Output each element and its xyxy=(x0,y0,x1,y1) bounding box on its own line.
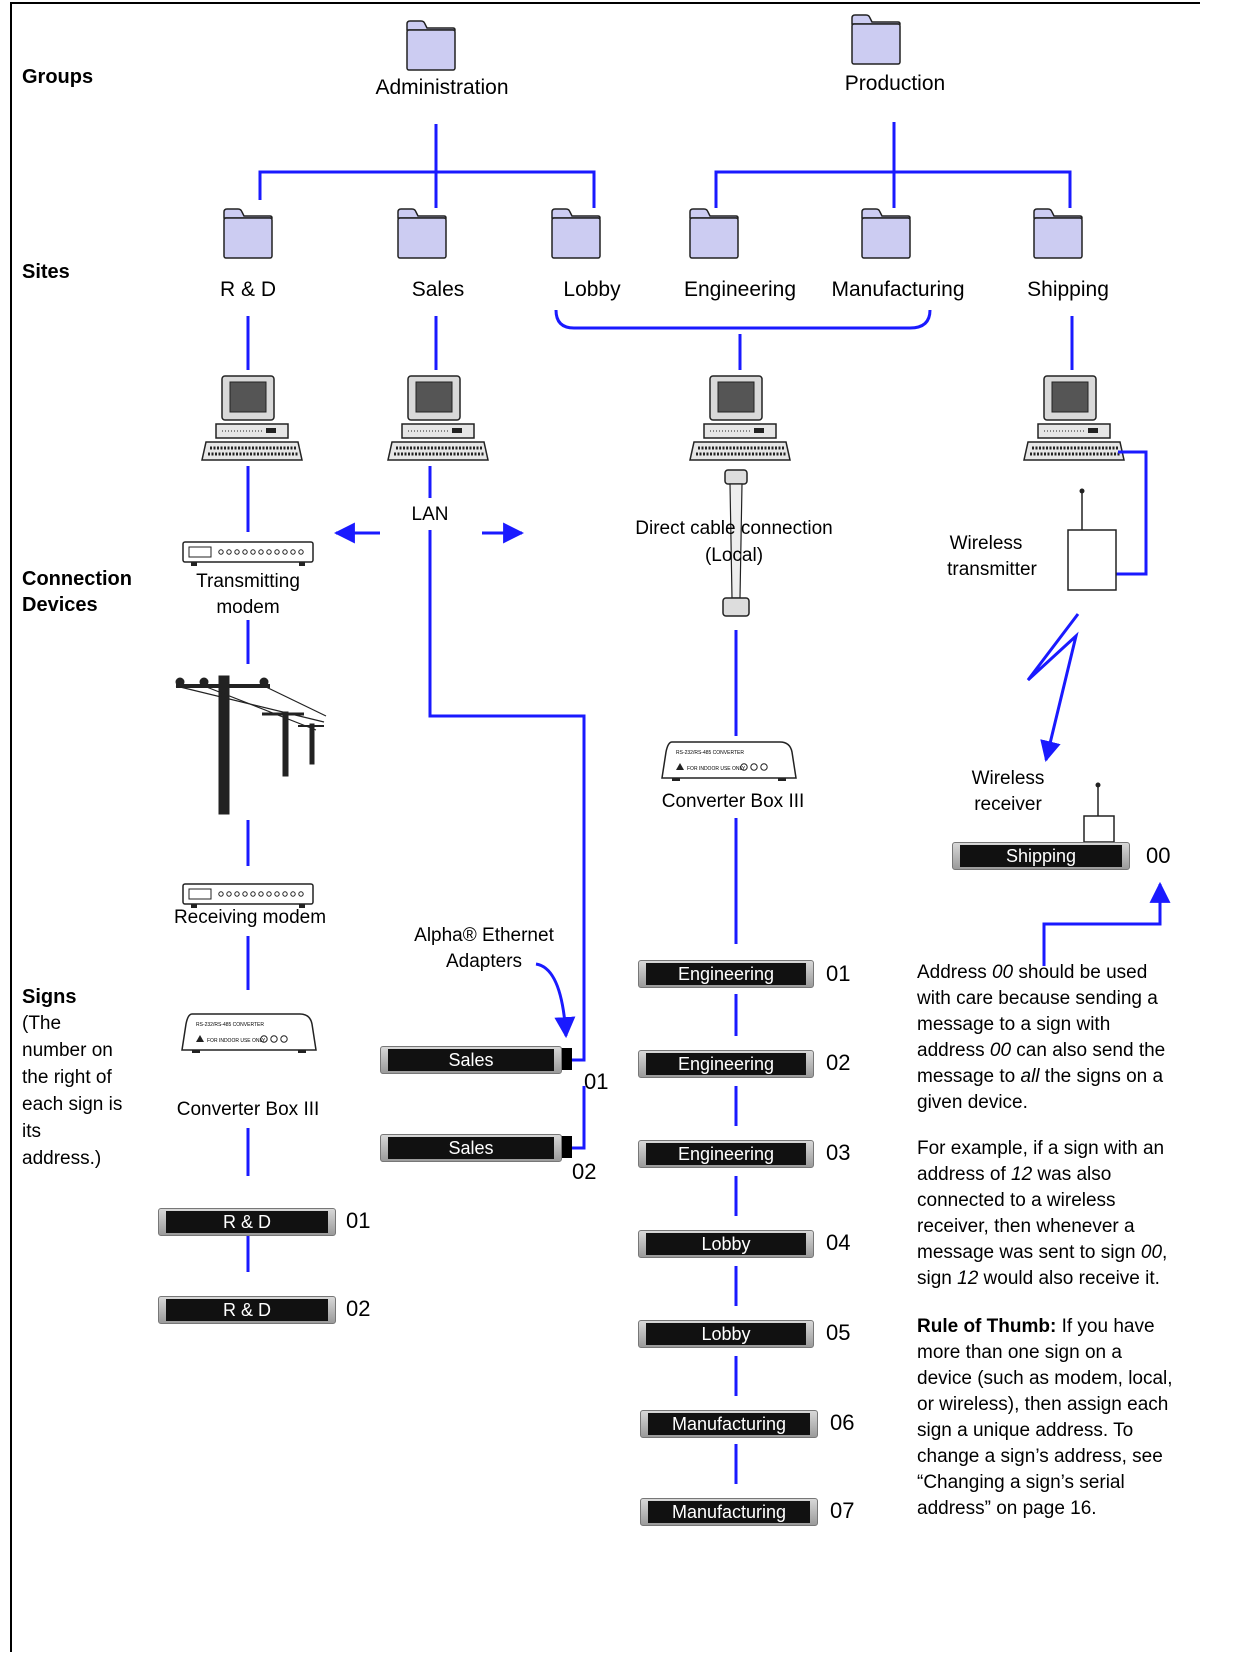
sign-label: Engineering xyxy=(646,1053,806,1075)
page-frame xyxy=(10,2,1200,1652)
sign-address: 00 xyxy=(1146,843,1171,868)
led-sign: Lobby xyxy=(638,1230,814,1258)
computer-icon xyxy=(1022,374,1126,462)
wireless-transmitter-icon xyxy=(1067,488,1117,591)
utility-pole-icon xyxy=(175,675,327,815)
wireless-receiver-label: Wireless xyxy=(971,768,1045,789)
signs-note-line: its xyxy=(22,1121,41,1142)
site-shipping-label: Shipping xyxy=(1027,278,1109,301)
folder-icon xyxy=(1033,208,1083,259)
sign-address: 02 xyxy=(346,1296,371,1321)
group-tree-lines xyxy=(246,122,1074,370)
example-note: For example, if a sign with an address o… xyxy=(917,1138,1168,1289)
address-00-note: Address 00 should be used with care beca… xyxy=(917,962,1166,1113)
sign-label: R & D xyxy=(166,1211,328,1233)
signs-note-line: (The xyxy=(22,1013,62,1034)
site-rd-label: R & D xyxy=(219,278,277,301)
converter-box-label: Converter Box III xyxy=(176,1099,320,1120)
wireless-transmitter-label: transmitter xyxy=(947,559,1037,580)
computer-icon xyxy=(688,374,792,462)
folder-icon xyxy=(861,208,911,259)
ethernet-adapter-icon xyxy=(561,1048,572,1070)
led-sign: Sales xyxy=(380,1046,562,1074)
converter-box-icon xyxy=(661,741,797,782)
led-sign: Engineering xyxy=(638,960,814,988)
led-sign: R & D xyxy=(158,1296,336,1324)
site-lobby-label: Lobby xyxy=(563,278,621,301)
rule-of-thumb-note: Rule of Thumb: If you have more than one… xyxy=(917,1316,1173,1519)
sign-label: Manufacturing xyxy=(648,1413,810,1435)
sign-address: 01 xyxy=(346,1208,371,1233)
site-manufacturing-label: Manufacturing xyxy=(831,278,965,301)
sign-label: Manufacturing xyxy=(648,1501,810,1523)
sign-address: 05 xyxy=(826,1320,851,1345)
sign-label: Sales xyxy=(388,1137,554,1159)
level-sites-label: Sites xyxy=(22,261,70,283)
sign-label: Lobby xyxy=(646,1233,806,1255)
site-engineering-label: Engineering xyxy=(683,278,797,301)
signs-note-line: the right of xyxy=(22,1067,112,1088)
folder-icon xyxy=(851,14,901,65)
ethernet-adapter-icon xyxy=(561,1136,572,1158)
folder-icon xyxy=(223,208,273,259)
computer-icon xyxy=(200,374,304,462)
wireless-receiver-icon xyxy=(1083,782,1115,843)
level-connection-label: Connection xyxy=(22,568,132,590)
site-sales-label: Sales xyxy=(411,278,465,301)
direct-cable-label: (Local) xyxy=(704,545,764,566)
sign-address: 07 xyxy=(830,1498,855,1523)
group-production-label: Production xyxy=(844,72,946,95)
sign-label: Sales xyxy=(388,1049,554,1071)
modem-icon xyxy=(182,541,314,567)
sign-label: R & D xyxy=(166,1299,328,1321)
led-sign: Shipping xyxy=(952,842,1130,870)
lan-label: LAN xyxy=(411,504,449,525)
sign-address: 02 xyxy=(826,1050,851,1075)
folder-icon xyxy=(551,208,601,259)
wireless-transmitter-label: Wireless xyxy=(949,533,1023,554)
level-signs-label: Signs xyxy=(22,986,77,1008)
signs-note-line: address.) xyxy=(22,1148,102,1169)
wireless-receiver-label: receiver xyxy=(974,794,1042,815)
converter-box-label: Converter Box III xyxy=(661,791,805,812)
group-administration-label: Administration xyxy=(375,76,509,99)
signs-note-line: number on xyxy=(22,1040,113,1061)
sign-address: 01 xyxy=(584,1069,609,1094)
ethernet-adapters-label: Alpha® Ethernet xyxy=(414,925,554,946)
sign-label: Shipping xyxy=(960,845,1122,867)
level-devices-label: Devices xyxy=(22,594,98,616)
sign-address: 04 xyxy=(826,1230,851,1255)
led-sign: Sales xyxy=(380,1134,562,1162)
converter-box-icon xyxy=(181,1013,317,1054)
sign-address: 01 xyxy=(826,961,851,986)
led-sign: Engineering xyxy=(638,1050,814,1078)
sign-address: 03 xyxy=(826,1140,851,1165)
transmitting-modem-label: modem xyxy=(216,597,280,618)
receiving-modem-label: Receiving modem xyxy=(173,907,327,928)
led-sign: Engineering xyxy=(638,1140,814,1168)
sign-label: Engineering xyxy=(646,963,806,985)
folder-icon xyxy=(406,20,456,71)
signs-note-line: each sign is xyxy=(22,1094,123,1115)
transmitting-modem-label: Transmitting xyxy=(196,571,300,592)
led-sign: Manufacturing xyxy=(640,1410,818,1438)
sign-address: 06 xyxy=(830,1410,855,1435)
led-sign: Lobby xyxy=(638,1320,814,1348)
ethernet-adapters-label: Adapters xyxy=(445,951,523,972)
led-sign: Manufacturing xyxy=(640,1498,818,1526)
folder-icon xyxy=(689,208,739,259)
direct-cable-label: Direct cable connection xyxy=(635,518,833,539)
computer-icon xyxy=(386,374,490,462)
level-groups-label: Groups xyxy=(22,66,94,88)
sign-label: Engineering xyxy=(646,1143,806,1165)
folder-icon xyxy=(397,208,447,259)
sign-label: Lobby xyxy=(646,1323,806,1345)
sign-address: 02 xyxy=(572,1159,597,1184)
led-sign: R & D xyxy=(158,1208,336,1236)
cable-icon xyxy=(722,469,750,617)
